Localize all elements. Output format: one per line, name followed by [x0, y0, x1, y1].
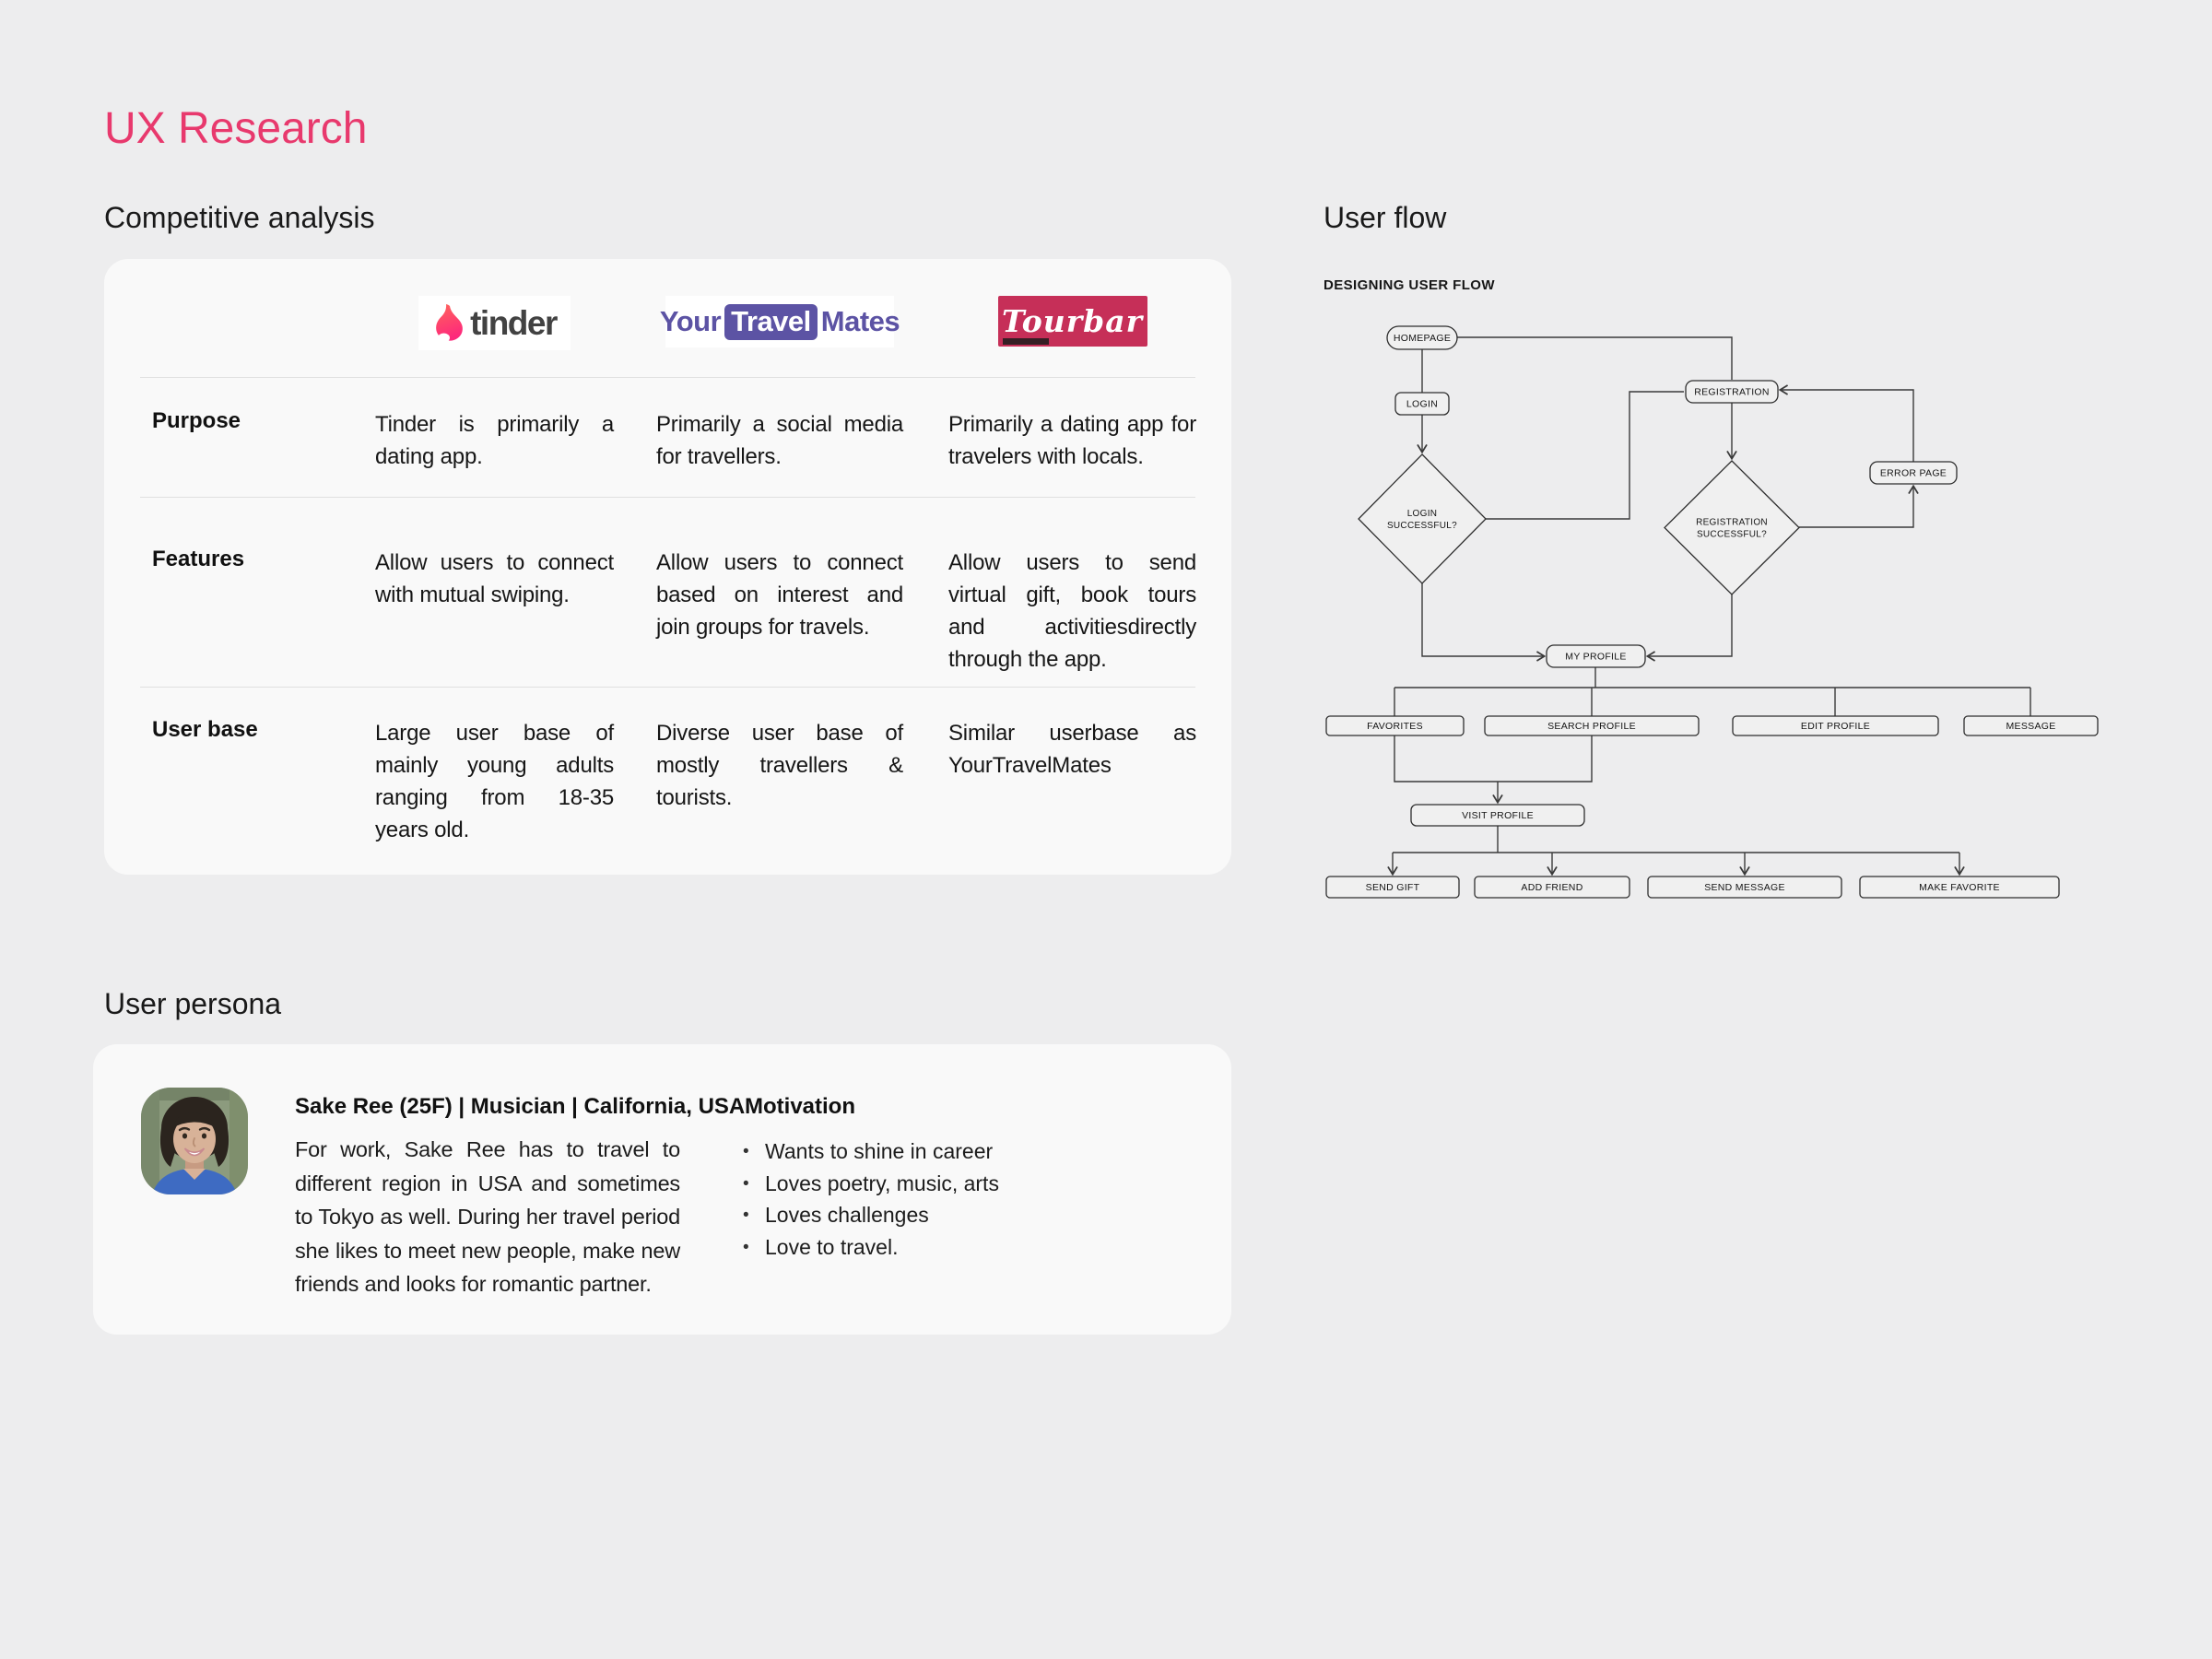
svg-text:SEND MESSAGE: SEND MESSAGE	[1704, 882, 1785, 893]
cell-purpose-tinder: Tinder is primarily a dating app.	[375, 412, 614, 469]
yourtravelmates-logo: Your Travel Mates	[660, 296, 900, 347]
row-label-purpose: Purpose	[152, 408, 241, 433]
flow-node-error-page: ERROR PAGE	[1869, 461, 1958, 485]
flow-edge-8	[1645, 594, 1733, 662]
cell-features-tinder: Allow users to connect with mutual swipi…	[375, 550, 614, 607]
user-persona-heading: User persona	[104, 987, 282, 1020]
persona-motivation-list: Wants to shine in career Loves poetry, m…	[741, 1135, 999, 1264]
flow-node-search-profile: SEARCH PROFILE	[1484, 715, 1700, 736]
motivation-item: Wants to shine in career	[741, 1135, 999, 1168]
persona-avatar-image	[141, 1088, 248, 1194]
persona-name: Sake Ree (25F) | Musician | California, …	[295, 1094, 746, 1119]
user-persona-card: Sake Ree (25F) | Musician | California, …	[93, 1044, 1231, 1335]
svg-text:EDIT PROFILE: EDIT PROFILE	[1801, 721, 1870, 732]
flow-node-make-favorite: MAKE FAVORITE	[1859, 876, 2060, 899]
flow-node-homepage: HOMEPAGE	[1386, 325, 1458, 350]
motivation-item: Loves challenges	[741, 1199, 999, 1231]
svg-text:MAKE FAVORITE: MAKE FAVORITE	[1919, 882, 2000, 893]
cell-purpose-tourbar: Primarily a dating app for travelers wit…	[948, 412, 1196, 469]
table-header-tourbar: Tourbar	[948, 259, 1231, 377]
flow-node-registration: REGISTRATION	[1685, 380, 1779, 404]
page-title: UX Research	[104, 104, 368, 153]
flow-node-send-gift: SEND GIFT	[1325, 876, 1460, 899]
cell-purpose-yourtravelmates: Primarily a social media for travellers.	[656, 412, 903, 469]
user-flow-subheading: DESIGNING USER FLOW	[1324, 277, 1495, 293]
competitive-analysis-heading: Competitive analysis	[104, 201, 375, 234]
competitive-table: tinder Your Travel Mates Tourbar Purpose…	[104, 259, 1231, 875]
flow-edge-6	[1778, 384, 1914, 462]
persona-avatar	[141, 1088, 248, 1194]
svg-text:SEND GIFT: SEND GIFT	[1366, 882, 1420, 893]
cell-userbase-tourbar: Similar userbase as YourTravelMates	[948, 721, 1196, 778]
svg-text:MESSAGE: MESSAGE	[2006, 721, 2055, 732]
svg-text:HOMEPAGE: HOMEPAGE	[1394, 333, 1451, 344]
competitive-analysis-card: tinder Your Travel Mates Tourbar Purpose…	[104, 259, 1231, 875]
cell-userbase-yourtravelmates: Diverse user base of mostly travellers &…	[656, 721, 903, 810]
svg-text:MY PROFILE: MY PROFILE	[1565, 652, 1626, 663]
flow-node-send-message: SEND MESSAGE	[1647, 876, 1842, 899]
ytm-word-your: Your	[659, 305, 722, 337]
svg-text:SEARCH PROFILE: SEARCH PROFILE	[1547, 721, 1636, 732]
table-header-spacer	[152, 259, 375, 377]
table-header-tinder: tinder	[375, 259, 656, 377]
svg-text:REGISTRATION: REGISTRATION	[1694, 387, 1770, 398]
svg-text:ADD FRIEND: ADD FRIEND	[1521, 882, 1583, 893]
table-divider	[140, 497, 1195, 498]
flow-node-edit-profile: EDIT PROFILE	[1732, 715, 1939, 736]
svg-text:ERROR PAGE: ERROR PAGE	[1880, 468, 1947, 479]
motivation-item: Loves poetry, music, arts	[741, 1168, 999, 1199]
svg-text:VISIT PROFILE: VISIT PROFILE	[1462, 810, 1534, 821]
table-header-yourtravelmates: Your Travel Mates	[656, 259, 948, 377]
tinder-flame-icon	[436, 303, 464, 342]
flow-node-message: MESSAGE	[1963, 715, 2099, 736]
tinder-wordmark: tinder	[470, 303, 558, 342]
cell-userbase-tinder: Large user base of mainly young adults r…	[375, 721, 614, 842]
svg-text:LOGIN: LOGIN	[1406, 399, 1438, 410]
persona-motivation-title: Motivation	[745, 1094, 855, 1119]
persona-bio: For work, Sake Ree has to travel to diff…	[295, 1137, 680, 1296]
tourbar-wordmark: Tourbar	[1001, 303, 1143, 339]
flow-node-favorites: FAVORITES	[1325, 715, 1465, 736]
table-divider	[140, 687, 1195, 688]
flow-node-visit-profile: VISIT PROFILE	[1410, 804, 1585, 827]
user-flow-heading: User flow	[1324, 201, 1447, 234]
motivation-item: Love to travel.	[741, 1231, 999, 1263]
flow-edge-1	[1457, 336, 1733, 380]
ytm-word-travel: Travel	[724, 303, 818, 340]
row-label-user-base: User base	[152, 717, 258, 742]
flow-node-my-profile: MY PROFILE	[1546, 644, 1646, 668]
tourbar-watermark	[1002, 338, 1049, 345]
table-divider	[140, 377, 1195, 378]
flow-edge-3	[1486, 391, 1684, 520]
cell-features-yourtravelmates: Allow users to connect based on interest…	[656, 550, 903, 640]
ytm-word-mates: Mates	[820, 305, 900, 337]
flow-node-login: LOGIN	[1394, 392, 1450, 416]
cell-features-tourbar: Allow users to send virtual gift, book t…	[948, 550, 1196, 672]
flow-edge-15	[1394, 735, 1593, 782]
row-label-features: Features	[152, 547, 245, 571]
tinder-logo: tinder	[418, 296, 571, 350]
tourbar-logo: Tourbar	[997, 296, 1147, 347]
flow-node-add-friend: ADD FRIEND	[1474, 876, 1630, 899]
flow-edge-7	[1421, 583, 1547, 662]
svg-text:FAVORITES: FAVORITES	[1367, 721, 1423, 732]
flow-edge-5	[1799, 484, 1919, 528]
